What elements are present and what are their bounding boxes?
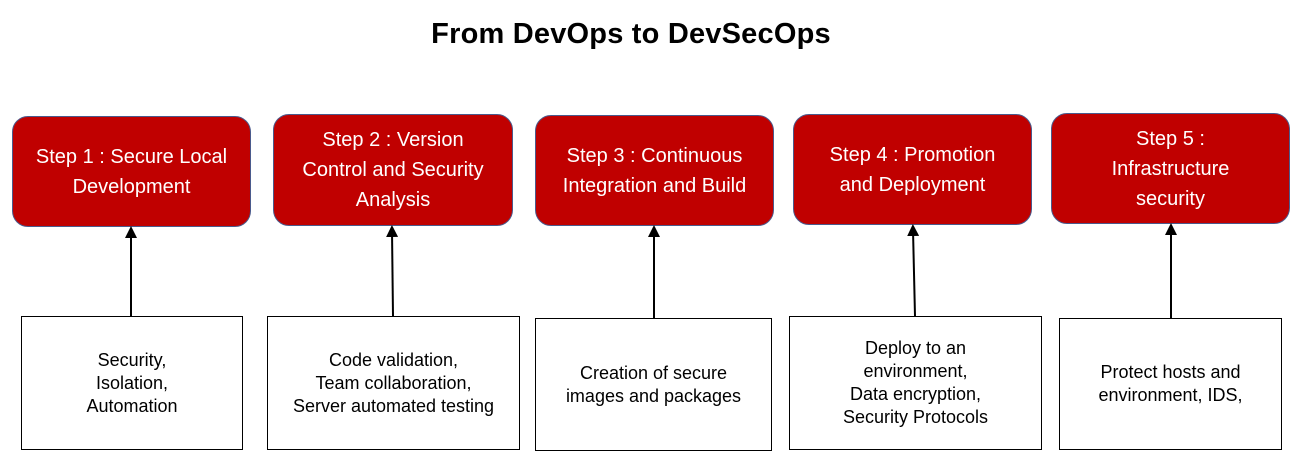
arrow-step-4 [907, 224, 920, 317]
step-3-detail: Creation of secure images and packages [535, 318, 772, 451]
arrow-step-2 [386, 225, 399, 317]
step-3-box: Step 3 : Continuous Integration and Buil… [535, 115, 774, 226]
step-2-box: Step 2 : Version Control and Security An… [273, 114, 513, 226]
step-1-detail: Security, Isolation, Automation [21, 316, 243, 450]
step-1-box: Step 1 : Secure Local Development [12, 116, 251, 227]
step-4-detail: Deploy to an environment, Data encryptio… [789, 316, 1042, 450]
step-5-detail: Protect hosts and environment, IDS, [1059, 318, 1282, 450]
step-2-detail: Code validation, Team collaboration, Ser… [267, 316, 520, 450]
step-5-box: Step 5 : Infrastructure security [1051, 113, 1290, 224]
diagram-title: From DevOps to DevSecOps [431, 18, 831, 50]
